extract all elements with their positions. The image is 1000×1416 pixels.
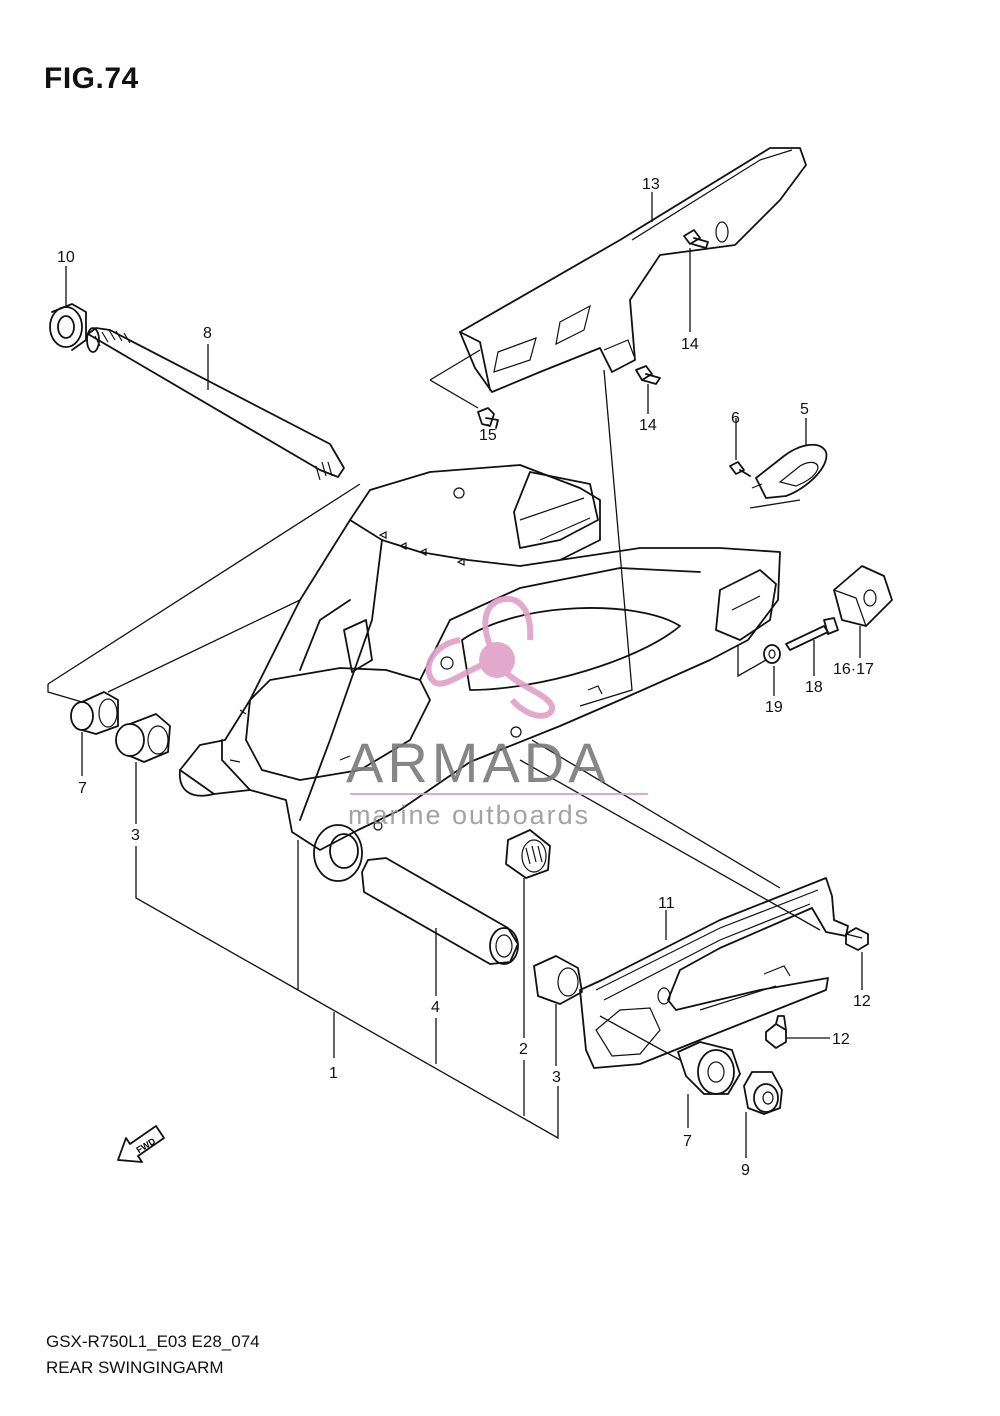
callout-19: 19 xyxy=(765,699,783,716)
part-14-bolt-upper xyxy=(683,229,709,249)
callout-6: 6 xyxy=(731,410,740,427)
part-7-bushing-left xyxy=(70,691,119,735)
part-3-bearing-right xyxy=(533,955,583,1005)
part-13-chain-cover xyxy=(459,147,807,393)
callout-3-right: 3 xyxy=(552,1069,561,1086)
callout-3-left: 3 xyxy=(131,827,140,844)
part-9-nut xyxy=(743,1071,783,1115)
callout-9: 9 xyxy=(741,1162,750,1179)
watermark: ARMADA marine outboards xyxy=(346,595,648,830)
part-5-chain-guard-plate xyxy=(751,443,828,499)
callout-1: 1 xyxy=(329,1065,338,1082)
part-8-pivot-shaft xyxy=(86,327,345,481)
propeller-hub-icon xyxy=(479,642,515,678)
callout-18: 18 xyxy=(805,679,823,696)
callout-14-lower: 14 xyxy=(639,417,657,434)
part-2-needle-bearing xyxy=(505,829,551,879)
callout-16-17: 16·17 xyxy=(833,661,874,678)
callout-12-upper: 12 xyxy=(853,993,871,1010)
figure-title: FIG.74 xyxy=(44,62,139,95)
part-12-bolt-upper xyxy=(845,927,869,951)
callout-4: 4 xyxy=(431,999,440,1016)
part-19-nut xyxy=(763,644,781,664)
callout-7-left: 7 xyxy=(78,780,87,797)
callout-labels: 10 8 13 14 14 15 6 5 16·17 18 19 7 3 11 … xyxy=(57,176,874,1179)
part-7-bushing-right xyxy=(677,1041,741,1095)
part-16-17-adjuster-block xyxy=(833,565,893,627)
part-11-chain-buffer xyxy=(579,877,849,1069)
part-4-spacer xyxy=(361,857,519,965)
part-10-nut xyxy=(49,303,87,351)
part-6-screw xyxy=(729,461,751,477)
footer-caption: REAR SWINGINGARM xyxy=(46,1358,224,1377)
watermark-tagline: marine outboards xyxy=(348,800,590,830)
part-12-bolt-lower xyxy=(765,1015,787,1049)
fwd-arrow-icon: FWD xyxy=(117,1125,165,1163)
callout-5: 5 xyxy=(800,401,809,418)
callout-2: 2 xyxy=(519,1041,528,1058)
footer-model-code: GSX-R750L1_E03 E28_074 xyxy=(46,1332,260,1351)
callout-11: 11 xyxy=(658,895,675,912)
callout-13: 13 xyxy=(642,176,660,193)
leader-lines xyxy=(47,192,863,1158)
part-18-adjuster-bolt xyxy=(785,617,839,651)
callout-8: 8 xyxy=(203,325,212,342)
callout-7-right: 7 xyxy=(683,1133,692,1150)
callout-12-lower: 12 xyxy=(832,1031,850,1048)
callout-10: 10 xyxy=(57,249,75,266)
part-3-bearing-left xyxy=(115,713,171,763)
part-15-clip xyxy=(477,407,499,429)
part-14-bolt-lower xyxy=(635,365,661,385)
part-1-swingarm xyxy=(179,464,781,882)
watermark-brand: ARMADA xyxy=(346,731,610,794)
propeller-logo-icon xyxy=(425,595,556,719)
callout-14-upper: 14 xyxy=(681,336,699,353)
callout-15: 15 xyxy=(479,427,497,444)
